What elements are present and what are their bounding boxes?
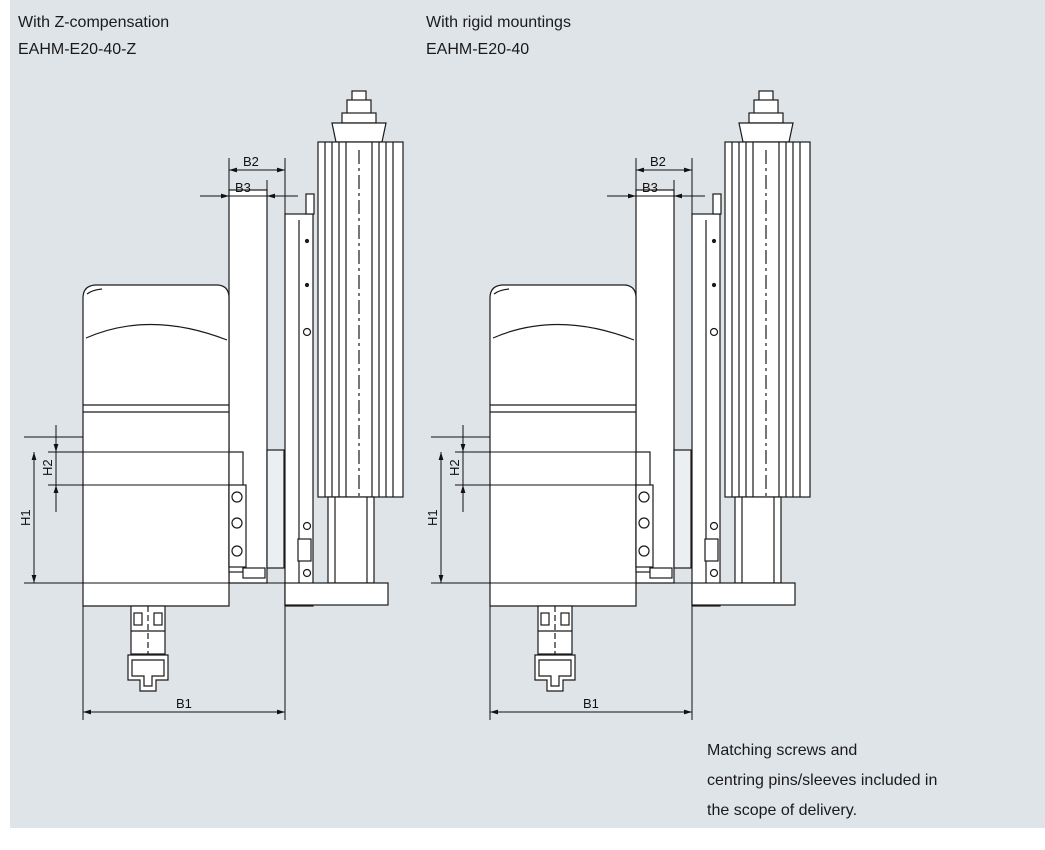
left-h2-label: H2 <box>40 459 55 476</box>
right-b2-label: B2 <box>650 154 666 169</box>
left-view-model: EAHM-E20-40-Z <box>18 41 137 58</box>
delivery-note-line: Matching screws and <box>707 742 858 759</box>
right-b1-label: B1 <box>583 696 599 711</box>
delivery-note-line: centring pins/sleeves included in <box>707 772 938 789</box>
right-b3-label: B3 <box>642 180 658 195</box>
right-view-title: With rigid mountings <box>426 14 571 31</box>
right-view-caption: With rigid mountings EAHM-E20-40 <box>426 9 571 63</box>
left-view-drawing <box>24 90 404 720</box>
delivery-note: Matching screws and centring pins/sleeve… <box>707 736 937 826</box>
right-view-model: EAHM-E20-40 <box>426 41 530 58</box>
left-b2-label: B2 <box>243 154 259 169</box>
left-h1-label: H1 <box>18 509 33 526</box>
left-b3-label: B3 <box>235 180 251 195</box>
delivery-note-line: the scope of delivery. <box>707 802 858 819</box>
figure-panel: With Z-compensation EAHM-E20-40-Z With r… <box>10 0 1045 828</box>
left-b1-label: B1 <box>176 696 192 711</box>
right-h2-label: H2 <box>447 459 462 476</box>
left-view-caption: With Z-compensation EAHM-E20-40-Z <box>18 9 169 63</box>
left-view-title: With Z-compensation <box>18 14 170 31</box>
right-view-drawing <box>431 90 811 720</box>
technical-drawing: B2 B3 H2 H1 B1 B2 B3 H2 H1 B1 <box>18 90 811 828</box>
right-h1-label: H1 <box>425 509 440 526</box>
